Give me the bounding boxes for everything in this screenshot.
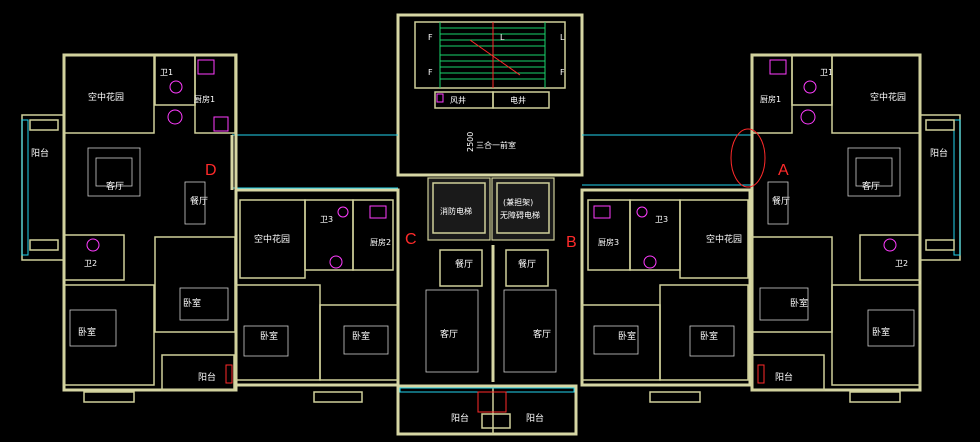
d-bedroom2-label: 卧室 bbox=[183, 297, 201, 309]
c-bedroom2-label: 卧室 bbox=[352, 330, 370, 342]
a-wc1-label: 卫1 bbox=[820, 68, 833, 77]
unit-tag-c: C bbox=[405, 231, 417, 248]
d-balcony-label: 阳台 bbox=[31, 147, 49, 159]
unit-tag-d: D bbox=[205, 162, 217, 179]
corridors bbox=[230, 134, 754, 190]
c-wc3-label: 卫3 bbox=[320, 215, 333, 224]
a-balcony2-label: 阳台 bbox=[775, 371, 793, 383]
center-balcony-right-label: 阳台 bbox=[526, 412, 544, 424]
unit-tag-a: A bbox=[778, 162, 789, 179]
c-kitchen2-label: 厨房2 bbox=[370, 237, 391, 247]
d-wc2-label: 卫2 bbox=[84, 259, 97, 268]
fire-elevator-label: 消防电梯 bbox=[440, 206, 472, 216]
a-wc2-label: 卫2 bbox=[895, 259, 908, 268]
b-bedroom1-label: 卧室 bbox=[618, 330, 636, 342]
front-room-label: 三合一前室 bbox=[476, 140, 516, 150]
lift-shaft-label: 风井 bbox=[450, 95, 466, 105]
d-balcony2-label: 阳台 bbox=[198, 371, 216, 383]
center-dining-left-label: 餐厅 bbox=[455, 258, 473, 270]
a-living-label: 客厅 bbox=[862, 180, 880, 192]
stair-label-f3: F bbox=[560, 68, 565, 77]
a-garden-label: 空中花园 bbox=[870, 91, 906, 103]
unit-tag-b: B bbox=[566, 234, 577, 251]
unit-b: 厨房3 卫3 空中花园 卧室 卧室 bbox=[580, 188, 752, 403]
c-bedroom1-label: 卧室 bbox=[260, 330, 278, 342]
b-wc3-label: 卫3 bbox=[655, 215, 668, 224]
a-kitchen1-label: 厨房1 bbox=[760, 94, 781, 104]
a-bedroom1-label: 卧室 bbox=[790, 297, 808, 309]
elevator-note-label: (兼担架) bbox=[503, 197, 533, 207]
c-garden-label: 空中花园 bbox=[254, 233, 290, 245]
d-living-label: 客厅 bbox=[106, 180, 124, 192]
dimension-2500: 2500 bbox=[466, 132, 475, 152]
highlight-ellipse bbox=[730, 128, 766, 188]
d-bedroom1-label: 卧室 bbox=[78, 326, 96, 338]
electric-shaft-label: 电井 bbox=[510, 95, 526, 105]
unit-a: 阳台 厨房1 卫1 空中花园 客厅 餐厅 卫2 卧室 卧室 阳台 bbox=[750, 53, 961, 403]
d-dining-label: 餐厅 bbox=[190, 195, 208, 207]
center-living-left-label: 客厅 bbox=[440, 328, 458, 340]
center-dining-right-label: 餐厅 bbox=[518, 258, 536, 270]
b-garden-label: 空中花园 bbox=[706, 233, 742, 245]
center-living-right-label: 客厅 bbox=[533, 328, 551, 340]
center-core: F F L F L 风井 电井 2500 三合一前室 消防电梯 (兼担架) 无障… bbox=[396, 13, 584, 436]
d-wc1-label: 卫1 bbox=[160, 68, 173, 77]
center-balcony-left-label: 阳台 bbox=[451, 412, 469, 424]
a-balcony-label: 阳台 bbox=[930, 147, 948, 159]
d-garden-label: 空中花园 bbox=[88, 91, 124, 103]
stair-label-l1: L bbox=[560, 33, 565, 42]
a-bedroom2-label: 卧室 bbox=[872, 326, 890, 338]
stair-treads bbox=[439, 22, 546, 88]
a-dining-label: 餐厅 bbox=[772, 195, 790, 207]
stair-label-f2: F bbox=[428, 68, 433, 77]
b-kitchen3-label: 厨房3 bbox=[598, 237, 619, 247]
b-bedroom2-label: 卧室 bbox=[700, 330, 718, 342]
unit-d: 阳台 空中花园 卫1 厨房1 客厅 餐厅 卫2 卧室 卧室 阳台 bbox=[21, 53, 238, 403]
unit-c: 空中花园 卫3 厨房2 卧室 卧室 bbox=[234, 188, 400, 403]
d-kitchen1-label: 厨房1 bbox=[194, 94, 215, 104]
stair-label-l2: L bbox=[500, 33, 505, 42]
accessible-elevator-label: 无障碍电梯 bbox=[500, 210, 540, 220]
stair-label-f1: F bbox=[428, 33, 433, 42]
